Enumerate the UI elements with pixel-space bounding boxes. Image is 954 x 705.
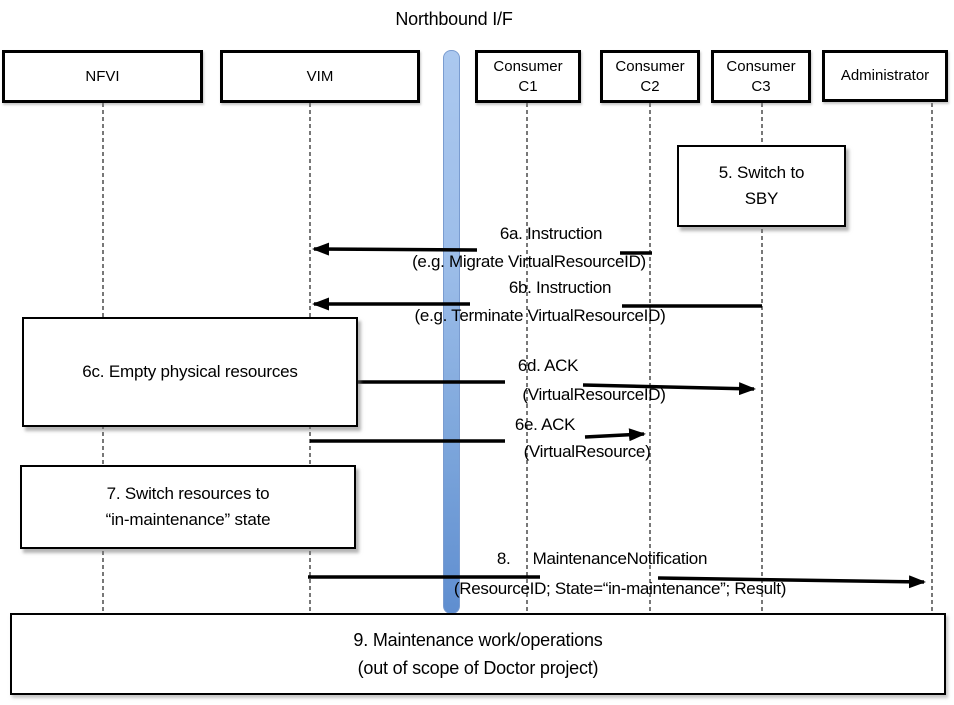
actor-administrator: Administrator: [822, 50, 948, 102]
actor-consumer-c1: Consumer C1: [475, 50, 581, 103]
message-6a-detail: (e.g. Migrate VirtualResourceID): [412, 252, 646, 271]
note-switch-resources-line2: “in-maintenance” state: [105, 510, 271, 529]
actor-nfvi: NFVI: [2, 50, 203, 103]
note-switch-to-sby: 5. Switch to SBY: [677, 145, 846, 227]
actor-consumer-c1-label-2: C1: [518, 77, 538, 95]
actor-nfvi-label: NFVI: [85, 67, 120, 85]
note-maintenance-work-line2: (out of scope of Doctor project): [357, 658, 599, 678]
actor-consumer-c2-label-1: Consumer: [615, 57, 685, 75]
diagram-title: Northbound I/F: [395, 9, 513, 29]
message-6d-title: 6d. ACK: [517, 356, 579, 375]
note-empty-physical-resources-line1: 6c. Empty physical resources: [82, 362, 298, 381]
note-empty-physical-resources: 6c. Empty physical resources: [22, 317, 358, 427]
arrow-6e: [584, 428, 646, 442]
message-6e-detail: (VirtualResource): [523, 442, 651, 461]
message-6d-detail: (VirtualResourceID): [522, 385, 666, 404]
message-6e-title: 6e. ACK: [514, 415, 576, 434]
message-8-detail: (ResourceID; State=“in-maintenance”; Res…: [453, 579, 787, 598]
actor-consumer-c2-label-2: C2: [640, 77, 660, 95]
note-maintenance-work-line1: 9. Maintenance work/operations: [353, 630, 603, 650]
message-6b-detail: (e.g. Terminate VirtualResourceID): [414, 306, 666, 325]
message-6b-title: 6b. Instruction: [508, 278, 612, 297]
note-switch-to-sby-line1: 5. Switch to: [718, 163, 805, 182]
note-switch-resources-in-maintenance: 7. Switch resources to “in-maintenance” …: [20, 465, 356, 549]
actor-vim: VIM: [220, 50, 420, 103]
actor-administrator-label: Administrator: [840, 67, 930, 84]
actor-consumer-c3: Consumer C3: [711, 50, 811, 103]
actor-consumer-c2: Consumer C2: [600, 50, 700, 103]
note-switch-resources-line1: 7. Switch resources to: [106, 484, 270, 503]
actor-consumer-c3-label-2: C3: [751, 77, 771, 95]
note-switch-to-sby-line2: SBY: [744, 189, 779, 208]
northbound-if-bar: [443, 50, 460, 614]
actor-consumer-c3-label-1: Consumer: [726, 57, 796, 75]
message-8-title: 8. MaintenanceNotification: [496, 549, 708, 568]
note-maintenance-work: 9. Maintenance work/operations (out of s…: [10, 613, 946, 695]
message-6a-title: 6a. Instruction: [499, 224, 603, 243]
actor-consumer-c1-label-1: Consumer: [493, 57, 563, 75]
actor-vim-label: VIM: [306, 67, 334, 85]
